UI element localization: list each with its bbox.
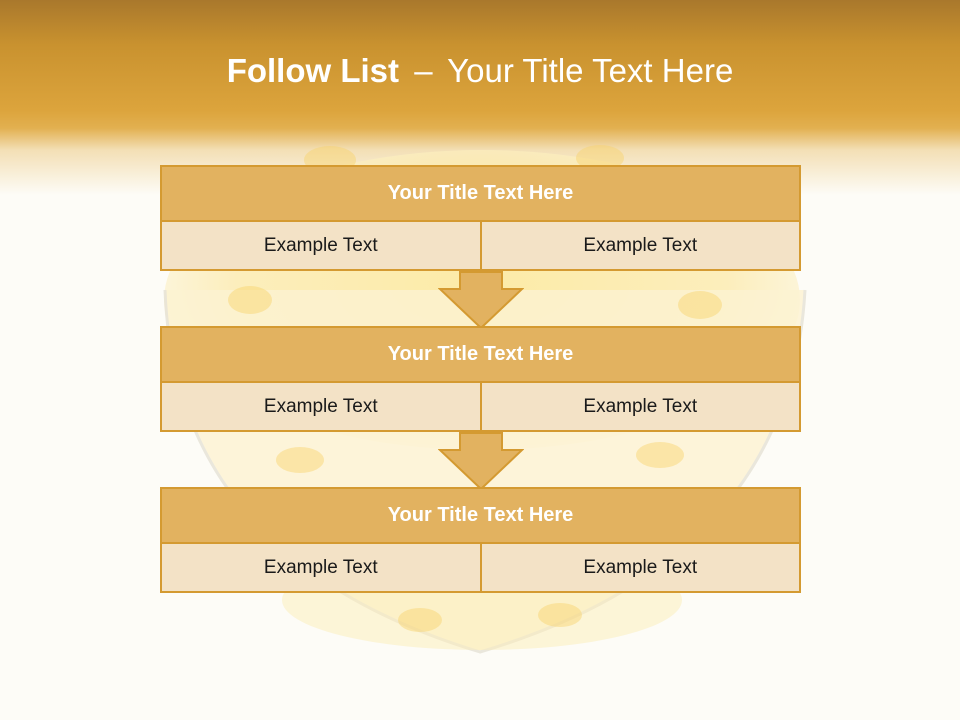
title-rest: Your Title Text Here — [447, 52, 734, 89]
slide-title: Follow List – Your Title Text Here — [0, 52, 960, 90]
block-cell-left: Example Text — [160, 222, 482, 271]
block-title: Your Title Text Here — [160, 326, 801, 383]
title-bold: Follow List — [226, 52, 400, 89]
title-separator: – — [414, 52, 433, 89]
down-arrow-icon — [438, 432, 524, 490]
block-title: Your Title Text Here — [160, 487, 801, 544]
block-cell-right: Example Text — [481, 544, 801, 593]
block-row: Example Text Example Text — [160, 544, 801, 593]
block-cell-right: Example Text — [481, 222, 801, 271]
block-cell-left: Example Text — [160, 544, 482, 593]
block-cell-left: Example Text — [160, 383, 482, 432]
list-block-2: Your Title Text Here Example Text Exampl… — [160, 326, 801, 432]
block-row: Example Text Example Text — [160, 383, 801, 432]
list-block-1: Your Title Text Here Example Text Exampl… — [160, 165, 801, 271]
list-block-3: Your Title Text Here Example Text Exampl… — [160, 487, 801, 593]
block-row: Example Text Example Text — [160, 222, 801, 271]
block-title: Your Title Text Here — [160, 165, 801, 222]
block-cell-right: Example Text — [481, 383, 801, 432]
down-arrow-icon — [438, 271, 524, 329]
